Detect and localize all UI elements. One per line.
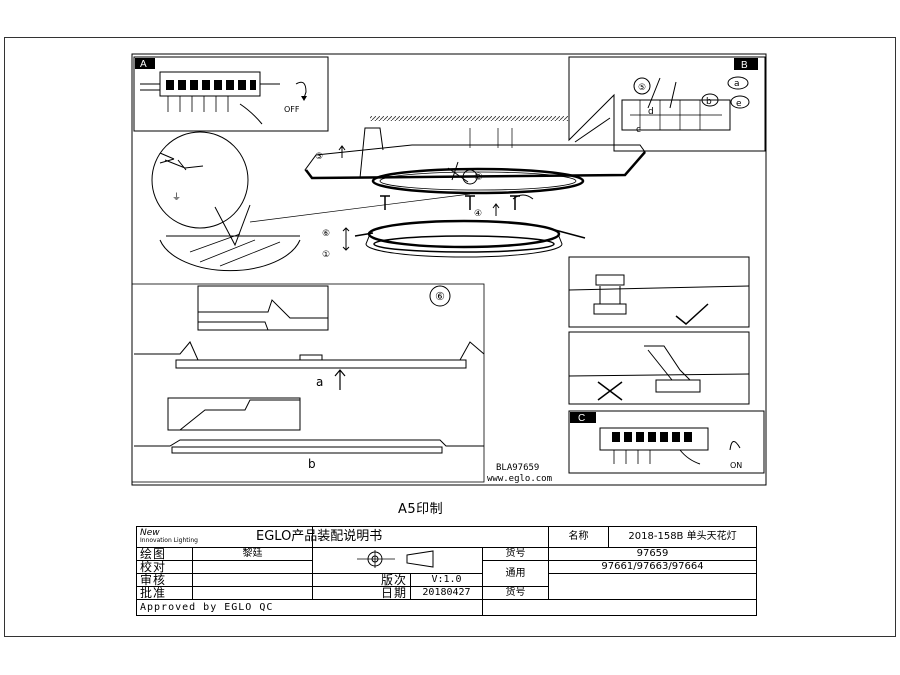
letter-b-label: b <box>706 97 712 107</box>
name-value: 2018-158B 单头天花灯 <box>608 526 757 548</box>
hand-icon <box>679 449 701 465</box>
check-label: 校对 <box>136 560 193 574</box>
date-value: 20180427 <box>410 586 483 600</box>
main-drawing-area <box>131 53 767 486</box>
step-3-label: ③ <box>315 152 323 162</box>
version-value: V:1.0 <box>410 573 483 587</box>
common-value: 97661/97663/97664 <box>548 560 757 574</box>
hand-icon <box>239 103 263 125</box>
panel-b: B ⑤ a b e c d <box>568 56 766 152</box>
item-no-label: 货号 <box>482 547 549 561</box>
step-6-detail-label: ⑥ <box>435 290 445 303</box>
step-5-label: ⑤ <box>638 83 646 93</box>
common-label: 通用 <box>482 560 549 587</box>
connector-block-icon <box>621 99 731 131</box>
on-label: ON <box>730 461 742 470</box>
wrong-mounting-panel <box>568 331 750 405</box>
letter-d-label: d <box>648 107 654 117</box>
step-1-label: ① <box>322 250 330 260</box>
projection-symbol-cell <box>312 547 483 574</box>
approve-label: 批准 <box>136 586 193 600</box>
print-size-label: A5印制 <box>398 502 444 517</box>
arrow-b-label: b <box>308 457 316 471</box>
ceiling-cutout-view: ③ ② ④ <box>304 116 646 219</box>
cross-icon <box>597 381 623 401</box>
panel-a-label: A <box>140 59 147 70</box>
review-label: 审核 <box>136 573 193 587</box>
terminal-block-icon <box>140 71 280 112</box>
approved-by-blank <box>482 599 757 616</box>
drawing-label: 绘图 <box>136 547 193 561</box>
projection-symbol-icon <box>356 550 433 568</box>
model-code: BLA97659 <box>496 463 539 473</box>
light-panel-view: ⑥ ① <box>322 219 586 260</box>
letter-e-label: e <box>736 99 742 109</box>
wire-stripping-detail: ⏚ <box>151 131 471 272</box>
panel-c: C ON <box>568 410 765 474</box>
drawer-value: 黎廷 <box>192 547 313 561</box>
letter-c-label: c <box>636 125 641 135</box>
ground-symbol: ⏚ <box>172 192 181 203</box>
arrow-a-label: a <box>316 375 323 389</box>
title-block: New Innovation Lighting EGLO产品装配说明书 名称 2… <box>136 526 757 616</box>
logo-sub: Innovation Lighting <box>140 537 198 544</box>
approved-by: Approved by EGLO QC <box>136 599 483 616</box>
review-value <box>192 573 313 587</box>
rotate-arrow-icon <box>729 441 741 451</box>
version-label: 版次 <box>312 573 411 587</box>
off-label: OFF <box>284 105 300 114</box>
correct-mounting-panel <box>568 256 750 328</box>
date-label: 日期 <box>312 586 411 600</box>
step-6-label: ⑥ <box>322 229 330 239</box>
step-4-label: ④ <box>474 209 482 219</box>
website: www.eglo.com <box>487 474 552 484</box>
common-extra-value <box>548 573 757 600</box>
panel-c-label: C <box>578 413 585 424</box>
brand-title: EGLO产品装配说明书 <box>252 526 489 548</box>
panel-6-section: ⑥ a b <box>131 283 485 483</box>
step-2-label: ② <box>474 172 483 183</box>
panel-a: A OFF <box>133 56 329 132</box>
logo-top: New <box>140 528 160 538</box>
common-no-label: 货号 <box>482 586 549 600</box>
checkmark-icon <box>675 303 709 325</box>
rotate-arrow-icon <box>295 81 307 99</box>
name-label: 名称 <box>548 526 609 548</box>
check-value <box>192 560 313 574</box>
drawing-frame <box>4 37 896 637</box>
panel-b-label: B <box>741 60 748 71</box>
item-no-value: 97659 <box>548 547 757 561</box>
approve-value <box>192 586 313 600</box>
letter-a-label: a <box>734 79 740 89</box>
